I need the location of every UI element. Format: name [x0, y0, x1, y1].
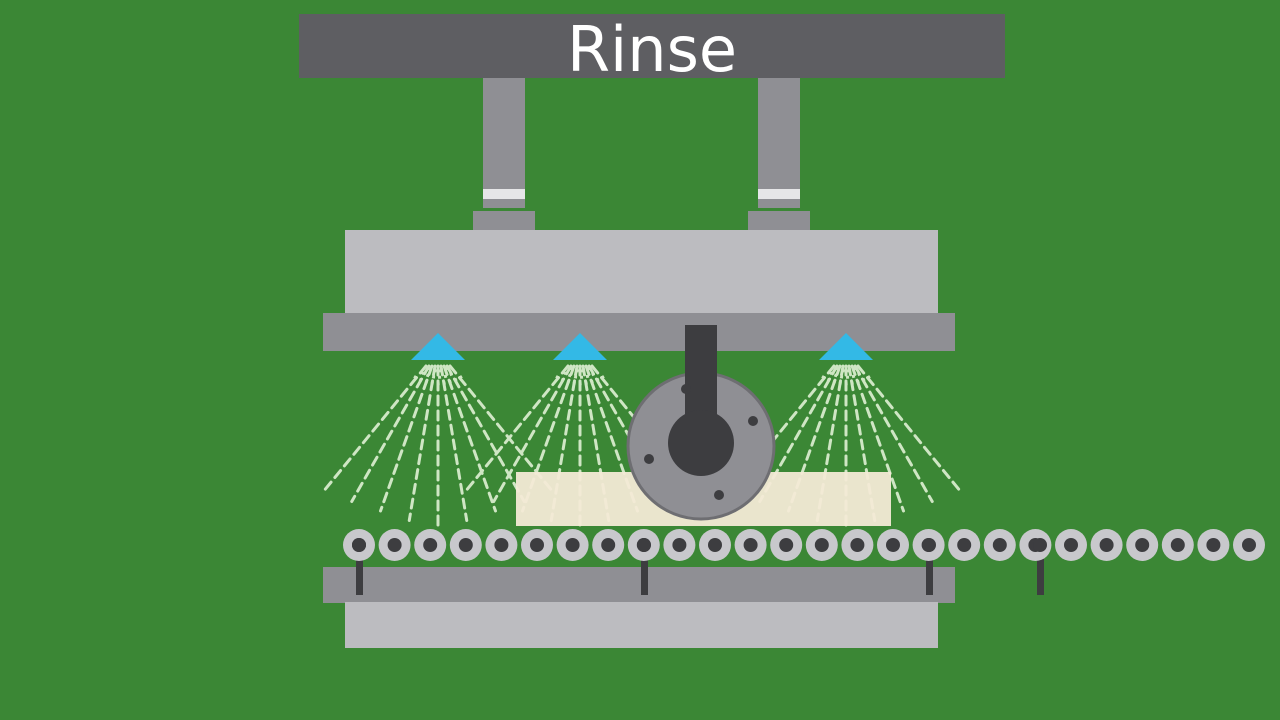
lower-rail	[323, 567, 955, 603]
spray-ripple	[555, 375, 605, 386]
hanger-band-right	[758, 189, 800, 199]
roller-axle	[1170, 538, 1185, 552]
spray-stream	[407, 364, 437, 522]
roller-axle	[423, 538, 438, 552]
spray-stream	[581, 364, 611, 522]
spray-stream	[445, 364, 526, 503]
roller-axle	[458, 538, 473, 552]
roller-axle	[992, 538, 1007, 552]
hanger-band-left	[483, 189, 525, 199]
spray-stream	[549, 364, 579, 522]
spray-ripple	[569, 366, 591, 373]
post-cap	[352, 538, 366, 552]
title-banner: Rinse	[299, 14, 1005, 78]
brush-bolt	[748, 416, 758, 426]
spray-stream	[856, 364, 963, 494]
roller-axle	[886, 538, 900, 552]
post-cap	[637, 538, 651, 552]
roller-axle	[814, 538, 829, 552]
spray-stream	[815, 364, 845, 522]
spray-stream	[321, 364, 428, 494]
spray-ripple	[562, 370, 598, 379]
roller-axle	[494, 538, 509, 552]
hanger-post-right	[758, 78, 800, 208]
spray-nozzle-icon-middle	[553, 333, 607, 360]
roller-axle	[708, 538, 722, 552]
spray-ripple	[427, 366, 449, 373]
roller-axle	[1242, 538, 1256, 552]
conveyor-post	[1037, 545, 1044, 595]
spray-stream	[853, 364, 934, 503]
spray-ripple	[420, 370, 456, 379]
spray-ripple	[835, 366, 857, 373]
spray-stream	[847, 364, 877, 522]
roller-axle	[530, 538, 544, 552]
spray-nozzle-icon-right	[819, 333, 873, 360]
spray-stream	[379, 364, 434, 513]
roller-axle	[601, 538, 616, 552]
spray-stream	[492, 364, 573, 503]
lower-housing	[345, 602, 938, 648]
roller-axle	[1064, 538, 1078, 552]
spray-stream	[442, 364, 497, 513]
roller-axle	[957, 538, 972, 552]
hanger-post-left	[483, 78, 525, 208]
roller-axle	[1206, 538, 1221, 552]
hanger-foot-left	[473, 211, 535, 230]
spray-stream	[463, 364, 570, 494]
conveyor-post	[926, 545, 933, 595]
page-title: Rinse	[566, 14, 738, 79]
post-cap	[1033, 538, 1047, 552]
spray-ripple	[413, 375, 463, 386]
brush-hub	[668, 410, 734, 476]
roller-axle	[850, 538, 865, 552]
brush-bolt	[681, 384, 691, 394]
spray-ripple	[828, 370, 864, 379]
spray-stream	[850, 364, 905, 513]
brush-bolt	[644, 454, 654, 464]
spray-nozzle-icon-left	[411, 333, 465, 360]
conveyor-post	[641, 545, 648, 595]
post-cap	[922, 538, 936, 552]
roller-axle	[779, 538, 794, 552]
upper-housing	[345, 230, 938, 314]
roller-axle	[565, 538, 580, 552]
spray-ripple	[821, 375, 871, 386]
roller-axle	[1099, 538, 1114, 552]
conveyor-post	[356, 545, 363, 595]
upper-rail	[323, 313, 955, 351]
brush-bolt	[714, 490, 724, 500]
roller-axle	[743, 538, 758, 552]
spray-stream	[350, 364, 431, 503]
roller-axle	[1135, 538, 1150, 552]
roller-axle	[672, 538, 687, 552]
spray-stream	[439, 364, 469, 522]
roller-axle	[387, 538, 402, 552]
conveyor-rollers	[343, 529, 1265, 561]
hanger-foot-right	[748, 211, 810, 230]
